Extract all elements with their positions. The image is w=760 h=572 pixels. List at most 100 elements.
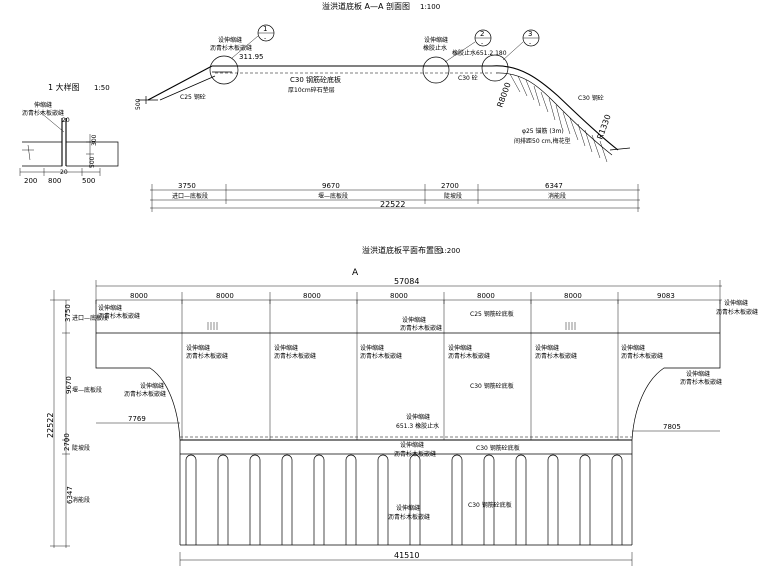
note-topright-a: 设伸缩缝: [724, 299, 748, 307]
note-leftcurve-b: 沥青杉木板嵌缝: [124, 390, 166, 398]
detail-dim-500: 500: [82, 177, 95, 185]
left-dim-2: 2700: [63, 433, 71, 451]
svg-text:-: -: [264, 35, 266, 42]
note-center-b: 651.3 橡胶止水: [396, 422, 439, 430]
plan-bottom-dimension: [179, 552, 633, 566]
svg-text:-: -: [481, 40, 483, 47]
note-c25: C25 钢筋砼底板: [470, 310, 514, 318]
detail-circle-3: [481, 54, 509, 82]
callout-1: 1 -: [231, 24, 275, 59]
plan-left-total: 22522: [46, 413, 55, 438]
label-slab: C30 钢筋砼底板: [290, 75, 341, 84]
detail-dim-200: 200: [24, 177, 37, 185]
svg-text:-: -: [529, 40, 531, 47]
label-r1330: R1330: [595, 113, 612, 140]
plan-total-top: 57084: [394, 277, 419, 286]
bay-1: 8000: [216, 292, 234, 300]
note-bay3-b: 沥青杉木板嵌缝: [360, 352, 402, 360]
note-topleft-b: 沥青杉木板嵌缝: [98, 312, 140, 320]
left-zone-1: 堰—底板段: [72, 386, 102, 394]
svg-text:2: 2: [480, 30, 484, 38]
plan-left-ext: 7769: [128, 415, 146, 423]
plan-piers: [185, 454, 623, 545]
sec-subdim-3: 消能段: [548, 192, 566, 200]
section-title: 溢洪道底板 A—A 剖面图: [322, 1, 410, 11]
label-r8000: R8000: [495, 81, 512, 108]
callout-2: 2 -: [444, 29, 492, 63]
plan-title: 溢洪道底板平面布置图: [362, 245, 442, 255]
sec-dim-3: 6347: [545, 182, 563, 190]
left-zone-3: 消能段: [72, 496, 90, 504]
note-bay5-b: 沥青杉木板嵌缝: [535, 352, 577, 360]
note-c30bot: C30 钢筋砼底板: [476, 444, 520, 452]
sec-subdim-2: 陡坡段: [444, 192, 462, 200]
note-bay1-b: 沥青杉木板嵌缝: [186, 352, 228, 360]
plan-outline: [95, 300, 721, 546]
note-leftcurve-a: 设伸缩缝: [140, 382, 164, 390]
label-c25: C25 钢砼: [180, 93, 206, 101]
label-elev: 311.95: [239, 53, 264, 61]
label-joint2: 设伸缩缝: [424, 36, 448, 44]
label-c30b: C30 钢砼: [578, 94, 604, 102]
note-low-a: 设伸缩缝: [400, 441, 424, 449]
note-center-a: 设伸缩缝: [406, 413, 430, 421]
plan-left-dimensions: [50, 290, 70, 548]
note-bay1-a: 设伸缩缝: [186, 344, 210, 352]
note-low-b: 沥青杉木板嵌缝: [394, 450, 436, 458]
bay-3: 8000: [390, 292, 408, 300]
svg-text:3: 3: [528, 30, 532, 38]
detail-drawing: [19, 111, 119, 176]
sec-subdim-1: 堰—底板段: [318, 192, 348, 200]
label-joint2b: 橡胶止水: [423, 44, 447, 52]
label-anchor2: 间排距50 cm,梅花型: [514, 137, 571, 145]
label-stopwater: 橡胶止水651.2 180: [452, 49, 507, 57]
note-mid-a: 设伸缩缝: [402, 316, 426, 324]
svg-text:1: 1: [263, 25, 267, 33]
label-joint1: 设伸缩缝: [218, 36, 242, 44]
bay-2: 8000: [303, 292, 321, 300]
sec-subdim-0: 进口—底板段: [172, 192, 208, 200]
label-c30a: C30 砼: [458, 74, 478, 82]
note-topleft-a: 设伸缩缝: [98, 304, 122, 312]
detail-joint: 伸缩缝: [34, 101, 52, 109]
label-cushion: 厚10cm碎石垫层: [288, 86, 335, 94]
detail-d500: 500: [89, 156, 96, 168]
detail-dim-800: 800: [48, 177, 61, 185]
callout-3: 3 -: [502, 29, 540, 61]
detail-scale: 1:50: [94, 84, 110, 92]
note-c30mid: C30 钢筋砼底板: [470, 382, 514, 390]
plan-right-ext: 7805: [663, 423, 681, 431]
note-bay6-b: 沥青杉木板嵌缝: [621, 352, 663, 360]
left-dim-0: 3750: [64, 304, 72, 322]
section-profile: [138, 65, 631, 163]
left-zone-0: 进口—底板段: [72, 314, 108, 322]
left-dim-1: 9670: [65, 376, 73, 394]
note-topright-b: 沥青杉木板嵌缝: [716, 308, 758, 316]
section-marker-a: A: [352, 268, 359, 278]
sec-dim-0: 3750: [178, 182, 196, 190]
label-500: 500: [135, 98, 142, 110]
plan-top-dimensions: [95, 280, 722, 304]
detail-circle-2: [422, 56, 450, 84]
note-bay6-a: 设伸缩缝: [621, 344, 645, 352]
note-bay2-a: 设伸缩缝: [274, 344, 298, 352]
sec-dim-1: 9670: [322, 182, 340, 190]
label-anchor1: φ25 锚筋 (3m): [522, 127, 564, 135]
note-bot-b: 沥青杉木板嵌缝: [388, 513, 430, 521]
note-c30low: C30 钢筋砼底板: [468, 501, 512, 509]
note-bay4-a: 设伸缩缝: [448, 344, 472, 352]
bay-4: 8000: [477, 292, 495, 300]
note-bay5-a: 设伸缩缝: [535, 344, 559, 352]
detail-d20b: 20: [60, 169, 68, 176]
note-rightcurve-a: 设伸缩缝: [686, 370, 710, 378]
detail-circle-1: [209, 55, 239, 85]
note-mid-b: 沥青杉木板嵌缝: [400, 324, 442, 332]
left-dim-3: 6347: [66, 486, 74, 504]
note-bay3-a: 设伸缩缝: [360, 344, 384, 352]
sec-total: 22522: [380, 200, 405, 209]
note-bay4-b: 沥青杉木板嵌缝: [448, 352, 490, 360]
note-rightcurve-b: 沥青杉木板嵌缝: [680, 378, 722, 386]
bay-0: 8000: [130, 292, 148, 300]
left-zone-2: 陡坡段: [72, 444, 90, 452]
